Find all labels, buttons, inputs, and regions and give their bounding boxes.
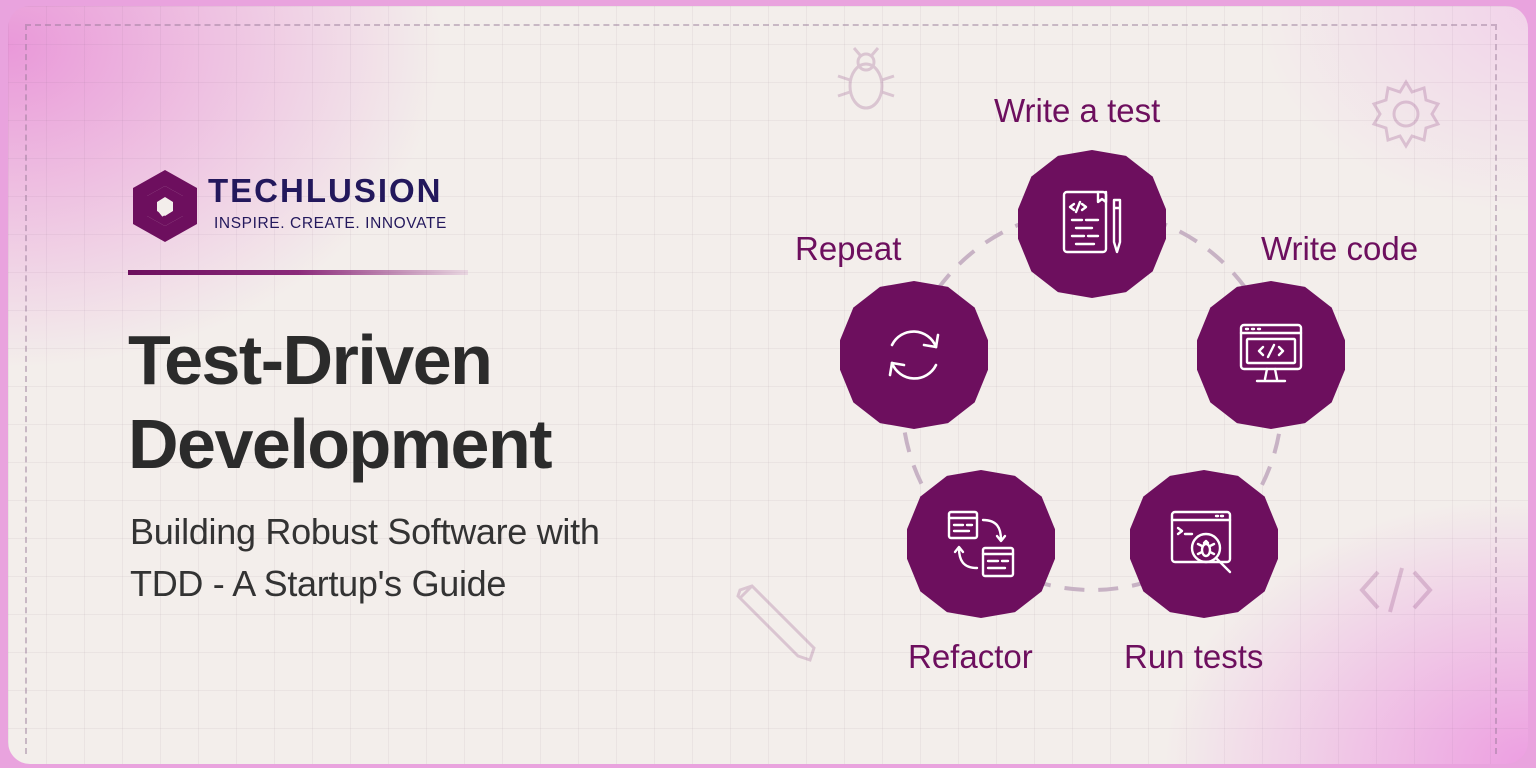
windows-swap-arrows-icon <box>947 510 1015 578</box>
subtitle-line: Building Robust Software with <box>130 511 600 552</box>
step-label-refactor: Refactor <box>908 638 1033 675</box>
step-label-run-tests: Run tests <box>1124 638 1264 675</box>
accent-divider <box>128 270 468 275</box>
code-brackets-icon <box>1359 567 1433 613</box>
refresh-icon <box>888 330 940 380</box>
cycle-node-refactor <box>907 470 1055 618</box>
techlusion-logo <box>133 170 197 242</box>
cycle-node-run-tests <box>1130 470 1278 618</box>
step-label-write-test: Write a test <box>994 92 1161 129</box>
cycle-node-write-test <box>1018 150 1166 298</box>
step-label-write-code: Write code <box>1261 230 1419 267</box>
dashed-frame <box>25 24 1497 754</box>
pencil-icon <box>736 584 816 662</box>
monitor-code-icon <box>1239 323 1303 383</box>
title-line: Test-Driven <box>128 321 493 399</box>
cycle-node-write-code <box>1197 281 1345 429</box>
title-line: Development <box>128 405 553 483</box>
step-label-repeat: Repeat <box>795 230 902 267</box>
gear-icon <box>1371 79 1441 149</box>
brand-tagline: INSPIRE. CREATE. INNOVATE <box>214 215 447 232</box>
page-title: Test-Driven Development <box>128 318 553 486</box>
brand-name: TECHLUSION <box>208 172 443 209</box>
browser-bug-magnifier-icon <box>1170 510 1232 574</box>
page-subtitle: Building Robust Software with TDD - A St… <box>130 506 600 610</box>
cycle-node-repeat <box>840 281 988 429</box>
subtitle-line: TDD - A Startup's Guide <box>130 563 507 604</box>
document-code-pencil-icon <box>1062 190 1122 254</box>
bug-icon <box>837 47 895 110</box>
